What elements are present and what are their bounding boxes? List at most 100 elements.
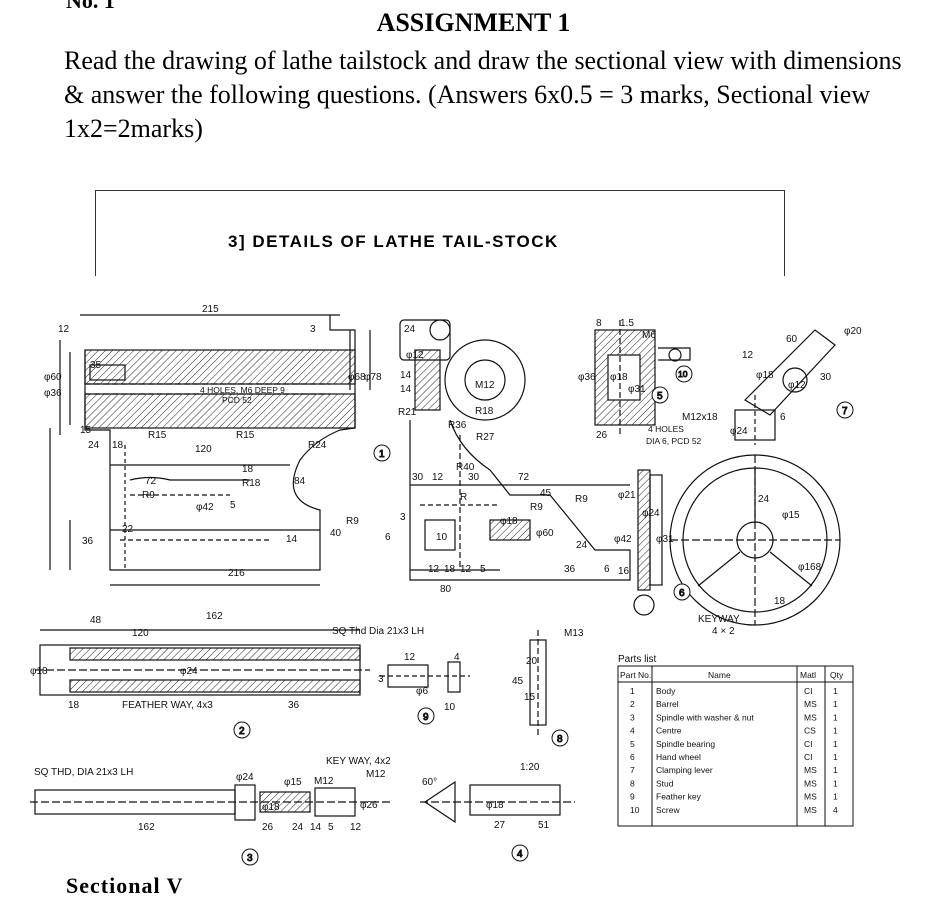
parts-list-cell: Centre xyxy=(656,726,682,736)
dim-label: M12 xyxy=(314,776,334,787)
dim-label: 6 xyxy=(780,412,786,423)
parts-list-text: Parts list Part No. Name Matl Qty xyxy=(618,654,844,680)
wheel-keyway-note: KEYWAY xyxy=(698,614,740,625)
parts-list-cell: Stud xyxy=(656,778,674,788)
dim-label: φ42 xyxy=(196,502,214,513)
dim-label: 216 xyxy=(228,568,245,579)
wheel-keyway-size: 4 × 2 xyxy=(712,626,735,637)
dim-label: 80 xyxy=(440,584,452,595)
spindle-bearing-view xyxy=(594,320,691,435)
parts-list-cell: Hand wheel xyxy=(656,752,701,762)
dim-label: φ18 xyxy=(500,516,518,527)
dim-label: 18 xyxy=(444,564,456,575)
dim-label: 12 xyxy=(742,350,754,361)
dim-label: 12 xyxy=(404,652,416,663)
barrel-view xyxy=(35,629,370,696)
parts-list-cell: 1 xyxy=(833,778,838,788)
stud-view xyxy=(529,630,547,735)
dim-label: 12 xyxy=(350,822,362,833)
parts-list-cell: Barrel xyxy=(656,699,679,709)
parts-list-cell: 8 xyxy=(630,778,635,788)
dim-label: φ20 xyxy=(844,326,862,337)
dim-label: 36 xyxy=(288,700,300,711)
dim-label: R15 xyxy=(148,430,167,441)
dim-label: 6 xyxy=(385,532,391,543)
dim-label: 3 xyxy=(310,324,316,335)
parts-list-cell: 1 xyxy=(833,712,838,722)
dim-label: 12 xyxy=(428,564,440,575)
parts-list-cell: MS xyxy=(804,805,817,815)
barrel-feather-note: FEATHER WAY, 4x3 xyxy=(122,700,213,711)
parts-list-table xyxy=(617,665,854,827)
parts-list-cell: MS xyxy=(804,699,817,709)
dim-label: 30 xyxy=(468,472,480,483)
dim-label: φ60 xyxy=(44,372,62,383)
part-balloon: 2 xyxy=(239,726,245,737)
dim-label: 1:20 xyxy=(520,762,540,773)
parts-list-cell: MS xyxy=(804,778,817,788)
dim-label: 30 xyxy=(820,372,832,383)
dim-label: 3 xyxy=(378,674,384,685)
body-view xyxy=(49,314,371,586)
dim-label: R27 xyxy=(476,432,495,443)
dim-label: 1.5 xyxy=(620,318,634,329)
dim-label: 30 xyxy=(412,472,424,483)
parts-list-cell: 1 xyxy=(833,699,838,709)
dim-label: 12 xyxy=(58,324,70,335)
tailstock-drawing: 215 35 12 φ60 φ36 15 24 18 R15 120 R15 R… xyxy=(30,304,862,866)
parts-list-cell: 1 xyxy=(833,726,838,736)
dim-label: 60° xyxy=(422,777,437,788)
assignment-title: ASSIGNMENT 1 xyxy=(376,8,571,37)
dim-label: R15 xyxy=(236,430,255,441)
dim-label: 120 xyxy=(132,628,149,639)
dim-label: 36 xyxy=(564,564,576,575)
dim-label: 26 xyxy=(596,430,608,441)
dimension-labels: 215 35 12 φ60 φ36 15 24 18 R15 120 R15 R… xyxy=(30,304,862,833)
dim-label: 72 xyxy=(145,476,157,487)
parts-list-cell: 1 xyxy=(630,686,635,696)
parts-list-cell: 1 xyxy=(833,739,838,749)
dim-label: 24 xyxy=(576,540,588,551)
dim-label: φ36 xyxy=(578,372,596,383)
parts-list-header: Qty xyxy=(830,670,844,680)
parts-list-cell: 5 xyxy=(630,739,635,749)
dim-label: 22 xyxy=(122,524,134,535)
dim-label: 5 xyxy=(480,564,486,575)
dim-label: φ6 xyxy=(416,686,428,697)
part-balloon: 7 xyxy=(842,406,848,417)
dim-label: 27 xyxy=(494,820,506,831)
parts-list-cell: CS xyxy=(804,726,816,736)
dim-label: R21 xyxy=(398,407,417,418)
parts-list-cell: CI xyxy=(804,686,813,696)
dim-label: φ78 xyxy=(364,372,382,383)
dim-label: 40 xyxy=(330,528,342,539)
bearing-note-pcd: DIA 6, PCD 52 xyxy=(646,436,702,446)
centre-view xyxy=(420,780,575,824)
dim-label: R9 xyxy=(142,490,155,501)
body-note-pcd: PCD 52 xyxy=(222,395,252,405)
parts-list-cell: MS xyxy=(804,712,817,722)
dim-label: φ18 xyxy=(262,802,280,813)
dim-label: φ24 xyxy=(642,508,660,519)
dim-label: 15 xyxy=(524,692,536,703)
parts-list-cell: Screw xyxy=(656,805,680,815)
dim-label: 45 xyxy=(540,488,552,499)
dim-label: φ18 xyxy=(486,800,504,811)
dim-label: 18 xyxy=(68,700,80,711)
dim-label: 5 xyxy=(328,822,334,833)
dim-label: 18 xyxy=(112,440,124,451)
dim-label: φ168 xyxy=(798,562,822,573)
parts-list-cell: Spindle bearing xyxy=(656,739,715,749)
dim-label: R9 xyxy=(346,516,359,527)
bearing-note-holes: 4 HOLES xyxy=(648,424,684,434)
assignment-instruction: Read the drawing of lathe tailstock and … xyxy=(64,46,902,143)
part-balloon: 4 xyxy=(517,849,523,860)
hand-wheel-view xyxy=(633,454,841,626)
dim-label: 120 xyxy=(195,444,212,455)
dim-label: φ42 xyxy=(614,534,632,545)
part-balloon: 9 xyxy=(423,712,429,723)
dim-label: φ12 xyxy=(406,350,424,361)
parts-list-cell: 1 xyxy=(833,752,838,762)
dim-label: 12 xyxy=(460,564,472,575)
